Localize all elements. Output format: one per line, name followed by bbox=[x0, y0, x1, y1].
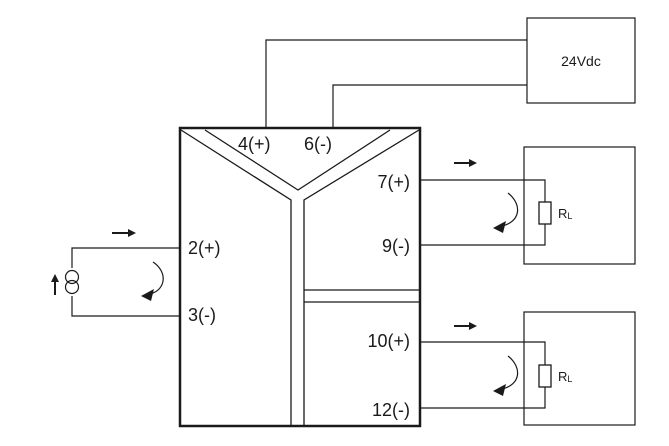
power-supply-box bbox=[526, 17, 636, 104]
input-wire bbox=[71, 247, 180, 317]
divider-top-v bbox=[204, 129, 391, 191]
output-2-loop-curve bbox=[501, 355, 519, 390]
terminal-10-label: 10(+) bbox=[367, 331, 410, 351]
load-1-subscript: L bbox=[567, 211, 572, 221]
load-resistor-2 bbox=[538, 364, 552, 388]
current-source-icon bbox=[60, 268, 84, 296]
terminal-6-label: 6(-) bbox=[304, 134, 332, 154]
load-2-symbol: R bbox=[558, 369, 567, 384]
load-1-label: RL bbox=[558, 206, 572, 221]
terminal-12-label: 12(-) bbox=[372, 400, 410, 420]
divider-left-arm bbox=[180, 129, 292, 425]
output-2-loop-arrowhead bbox=[493, 384, 506, 396]
terminal-2-label: 2(+) bbox=[188, 238, 221, 258]
divider-right-arm bbox=[303, 129, 420, 425]
input-loop bbox=[51, 229, 180, 317]
load-2-label: RL bbox=[558, 369, 572, 384]
input-loop-curve bbox=[149, 261, 164, 295]
module-block bbox=[178, 126, 422, 428]
terminal-7-label: 7(+) bbox=[377, 172, 410, 192]
output-loop-1: RL bbox=[420, 159, 572, 246]
output-1-loop-arrowhead bbox=[493, 221, 506, 233]
isolation-dividers bbox=[180, 129, 420, 425]
terminal-9-label: 9(-) bbox=[382, 236, 410, 256]
load-resistor-1 bbox=[538, 201, 552, 225]
load-2-subscript: L bbox=[567, 374, 572, 384]
supply-wire-positive bbox=[265, 39, 527, 128]
power-supply-label: 24Vdc bbox=[561, 53, 601, 69]
load-box-2 bbox=[523, 311, 636, 426]
terminal-4-label: 4(+) bbox=[238, 134, 271, 154]
input-loop-arrowhead bbox=[141, 289, 154, 301]
terminal-3-label: 3(-) bbox=[188, 305, 216, 325]
supply-wire-negative bbox=[332, 84, 527, 128]
load-1-symbol: R bbox=[558, 206, 567, 221]
output-1-loop-curve bbox=[501, 192, 519, 227]
output-loop-2: RL bbox=[420, 322, 572, 409]
